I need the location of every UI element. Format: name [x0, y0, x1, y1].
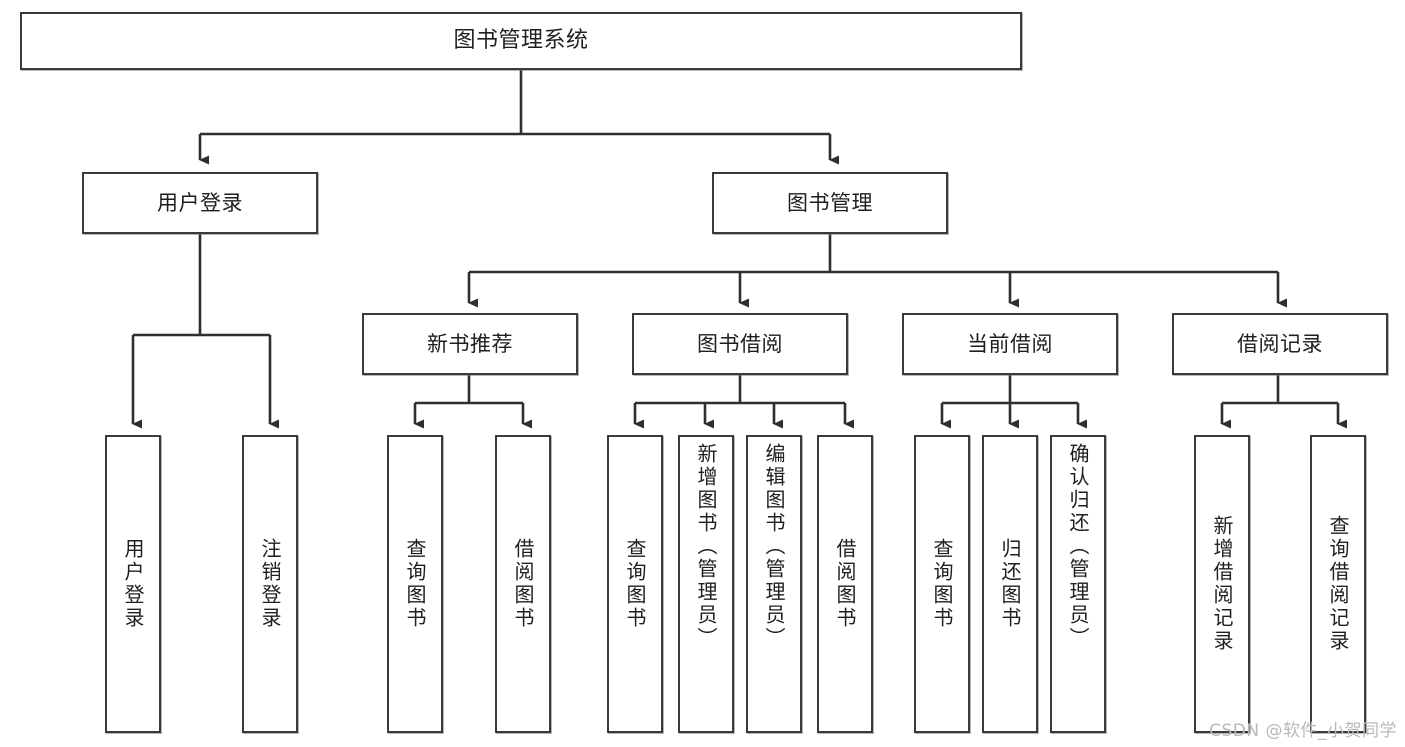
leaf-query-book-borrow[interactable]: 查询图书	[607, 435, 663, 733]
leaf-add-book-admin-label: 新增图书（管理员）	[694, 443, 718, 650]
leaf-add-book-admin[interactable]: 新增图书（管理员）	[678, 435, 734, 733]
leaf-borrow-book[interactable]: 借阅图书	[817, 435, 873, 733]
node-user-login[interactable]: 用户登录	[82, 172, 318, 234]
node-book-borrow-label: 图书借阅	[697, 331, 783, 356]
leaf-query-borrow-record-label: 查询借阅记录	[1326, 515, 1350, 653]
leaf-logout[interactable]: 注销登录	[242, 435, 298, 733]
leaf-borrow-book-new-label: 借阅图书	[511, 538, 535, 630]
leaf-logout-label: 注销登录	[258, 538, 282, 630]
leaf-user-login[interactable]: 用户登录	[105, 435, 161, 733]
node-user-login-label: 用户登录	[157, 190, 243, 215]
leaf-edit-book-admin[interactable]: 编辑图书（管理员）	[746, 435, 802, 733]
leaf-query-book-new[interactable]: 查询图书	[387, 435, 443, 733]
node-root-system-label: 图书管理系统	[453, 28, 589, 54]
node-book-management[interactable]: 图书管理	[712, 172, 948, 234]
node-borrow-record-label: 借阅记录	[1237, 331, 1323, 356]
leaf-borrow-book-new[interactable]: 借阅图书	[495, 435, 551, 733]
leaf-add-borrow-record-label: 新增借阅记录	[1210, 515, 1234, 653]
leaf-return-book-label: 归还图书	[998, 538, 1022, 630]
leaf-borrow-book-label: 借阅图书	[833, 538, 857, 630]
leaf-query-book-new-label: 查询图书	[403, 538, 427, 630]
node-new-book-recommend-label: 新书推荐	[427, 331, 513, 356]
node-borrow-record[interactable]: 借阅记录	[1172, 313, 1388, 375]
node-current-borrow-label: 当前借阅	[967, 331, 1053, 356]
leaf-add-borrow-record[interactable]: 新增借阅记录	[1194, 435, 1250, 733]
node-root-system[interactable]: 图书管理系统	[20, 12, 1022, 70]
leaf-confirm-return-admin-label: 确认归还（管理员）	[1066, 443, 1090, 650]
node-new-book-recommend[interactable]: 新书推荐	[362, 313, 578, 375]
leaf-return-book[interactable]: 归还图书	[982, 435, 1038, 733]
leaf-confirm-return-admin[interactable]: 确认归还（管理员）	[1050, 435, 1106, 733]
leaf-query-book-borrow-label: 查询图书	[623, 538, 647, 630]
node-book-borrow[interactable]: 图书借阅	[632, 313, 848, 375]
leaf-query-borrow-record[interactable]: 查询借阅记录	[1310, 435, 1366, 733]
leaf-query-book-current-label: 查询图书	[930, 538, 954, 630]
leaf-edit-book-admin-label: 编辑图书（管理员）	[762, 443, 786, 650]
node-book-management-label: 图书管理	[787, 190, 873, 215]
leaf-query-book-current[interactable]: 查询图书	[914, 435, 970, 733]
leaf-user-login-label: 用户登录	[121, 538, 145, 630]
node-current-borrow[interactable]: 当前借阅	[902, 313, 1118, 375]
watermark-text: CSDN @软件_小贺同学	[1209, 721, 1397, 741]
